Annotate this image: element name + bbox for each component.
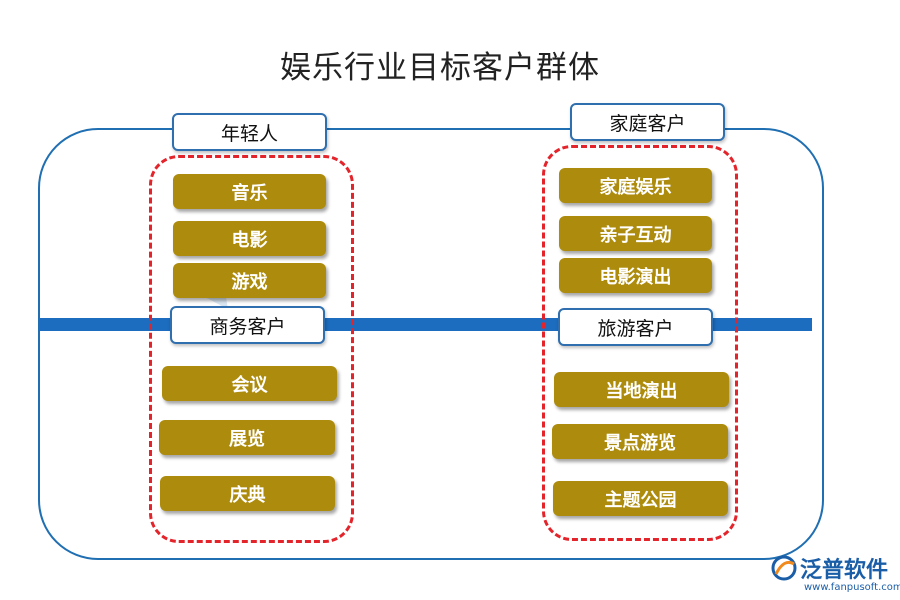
item-business-1: 展览: [159, 420, 335, 455]
item-tourism-1: 景点游览: [552, 424, 728, 459]
brand-url: www.fanpusoft.com: [804, 582, 900, 593]
item-young-2: 游戏: [173, 263, 326, 298]
brand-logo-icon: [771, 555, 797, 581]
item-family-0: 家庭娱乐: [559, 168, 712, 203]
right-dashed-group: [542, 145, 738, 541]
group-label-tourism: 旅游客户: [558, 308, 713, 346]
item-family-2: 电影演出: [559, 258, 712, 293]
item-business-0: 会议: [162, 366, 337, 401]
group-label-young: 年轻人: [172, 113, 327, 151]
item-young-1: 电影: [173, 221, 326, 256]
group-label-business: 商务客户: [170, 306, 325, 344]
item-tourism-2: 主题公园: [553, 481, 728, 516]
item-family-1: 亲子互动: [559, 216, 712, 251]
item-young-0: 音乐: [173, 174, 326, 209]
brand-name: 泛普软件: [800, 558, 889, 583]
item-tourism-0: 当地演出: [554, 372, 729, 407]
diagram-title: 娱乐行业目标客户群体: [280, 50, 600, 86]
outer-rounded-frame: [38, 128, 824, 560]
brand-logo: 泛普软件 www.fanpusoft.com: [770, 552, 900, 598]
item-business-2: 庆典: [160, 476, 335, 511]
left-dashed-group: [149, 155, 354, 543]
group-label-family: 家庭客户: [570, 103, 725, 141]
